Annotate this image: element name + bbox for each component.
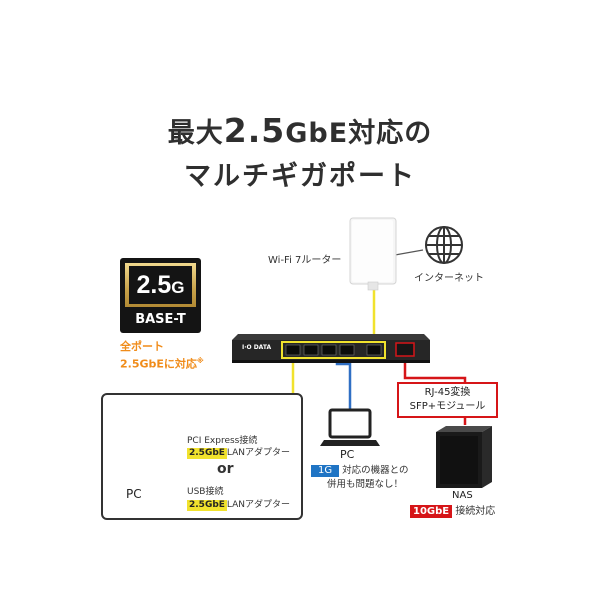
usb-adapter-label: LANアダプター [226,500,291,510]
all-ports-line1: 全ポート [120,340,164,353]
network-switch: I·O DATA [232,334,430,363]
all-ports-line2-text: 2.5GbEに対応 [120,357,197,371]
pcie-connection-label: PCI Express接続 [187,436,258,446]
nas-connection-suffix: 接続対応 [455,506,496,517]
pcie-speed-badge: 2.5GbE [187,448,227,459]
pc-device-label: PC [340,448,355,461]
rj45-line2: SFP+モジュール [409,401,486,412]
all-ports-line2: 2.5GbEに対応※ [120,354,204,372]
pc-compat-text1: 対応の機器との [342,465,409,476]
pc-1g-badge: 1G [311,465,340,477]
badge-standard: BASE-T [135,312,186,327]
switch-brand: I·O DATA [242,344,271,351]
or-label: or [217,461,234,477]
nas-label: NAS [452,490,473,501]
usb-speed-badge: 2.5GbE [187,500,227,511]
headline-line2: マルチギガポート [184,161,416,192]
headline-value: 2.5 [223,111,286,150]
usb-connection-label: USB接続 [187,487,224,497]
pcie-adapter-label: LANアダプター [226,448,291,458]
badge-speed: 2.5G [129,266,192,304]
nas-10gbe-badge: 10GbE [410,505,453,518]
badge-speed-unit: G [171,278,185,297]
internet-label: インターネット [414,273,484,284]
globe-icon [425,226,463,264]
rj45-line1: RJ-45変換 [424,387,471,398]
nas-connection-row: 10GbE 接続対応 [410,502,495,518]
headline: 最大2.5GbE対応の マルチギガポート [0,112,600,197]
pc-cable [335,356,352,410]
panel-pc-label: PC [126,487,142,501]
all-ports-note: 全ポート 2.5GbEに対応※ [120,340,204,372]
laptop-icon [320,408,380,446]
wifi-router [349,217,397,291]
headline-suffix: GbE対応の [285,118,433,149]
router-label: Wi-Fi 7ルーター [268,255,342,266]
internet-link [394,249,424,256]
pc-compat-row: 1G 対応の機器との [311,462,409,477]
pc-compat-text2: 併用も問題なし！ [327,479,404,490]
2-5g-base-t-badge: 2.5G BASE-T [120,258,201,333]
headline-prefix: 最大 [167,118,224,149]
headline-line1: 最大2.5GbE対応の [0,112,600,153]
all-ports-note-mark: ※ [196,357,204,365]
badge-speed-value: 2.5 [136,271,172,299]
nas-icon [436,426,492,488]
rj45-sfp-module-box: RJ-45変換 SFP+モジュール [397,382,498,418]
